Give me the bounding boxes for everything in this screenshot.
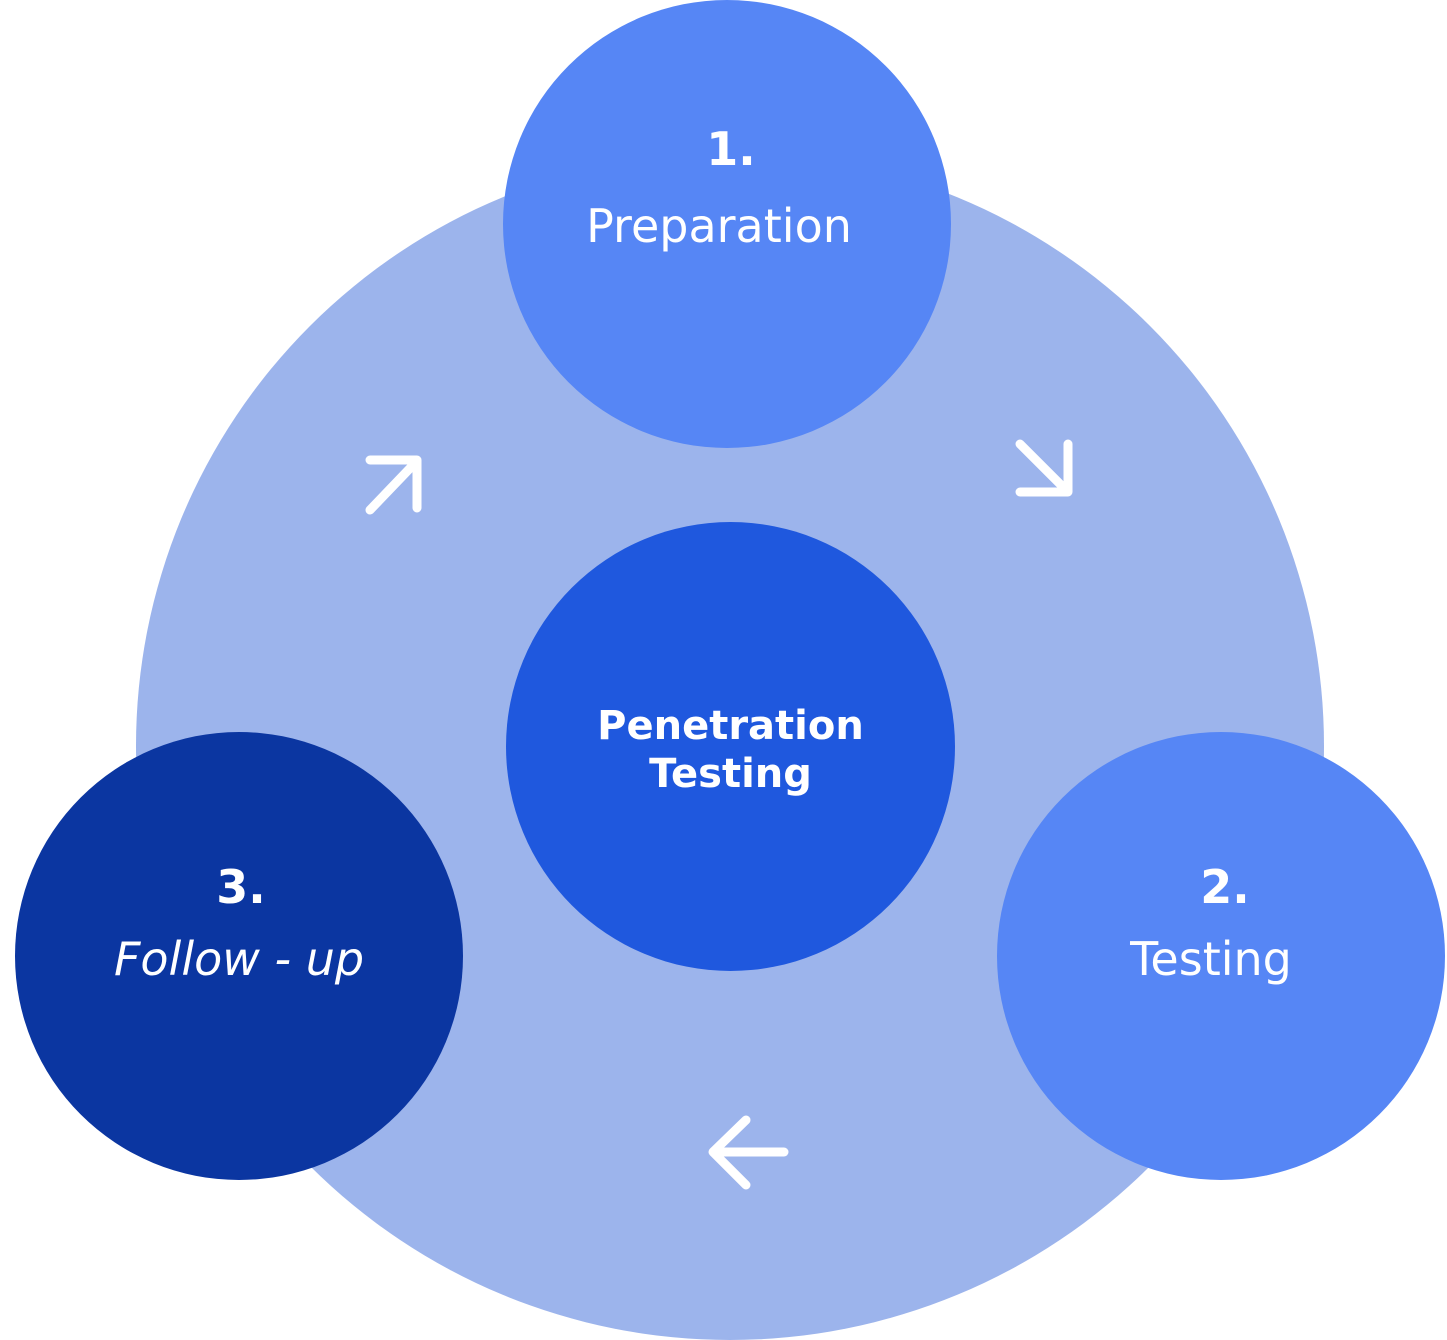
- center-title-line-2: Testing: [649, 751, 812, 797]
- step-testing: 2. Testing: [997, 732, 1445, 1180]
- arrow-up-right-icon: [365, 455, 422, 515]
- step-label: Follow - up: [113, 932, 365, 986]
- step-number: 2.: [1200, 860, 1250, 914]
- center-circle: Penetration Testing: [506, 522, 955, 971]
- step-follow-up: 3. Follow - up: [15, 732, 463, 1180]
- step-label: Preparation: [586, 199, 852, 253]
- step-preparation: 1. Preparation: [503, 0, 951, 448]
- step-label: Testing: [1130, 932, 1292, 986]
- center-title-line-1: Penetration: [597, 703, 864, 749]
- center-title: Penetration Testing: [506, 702, 955, 798]
- arrow-down-right-icon: [1015, 439, 1073, 497]
- step-number: 3.: [216, 860, 266, 914]
- arrow-left-icon: [708, 1115, 789, 1190]
- step-number: 1.: [706, 122, 756, 176]
